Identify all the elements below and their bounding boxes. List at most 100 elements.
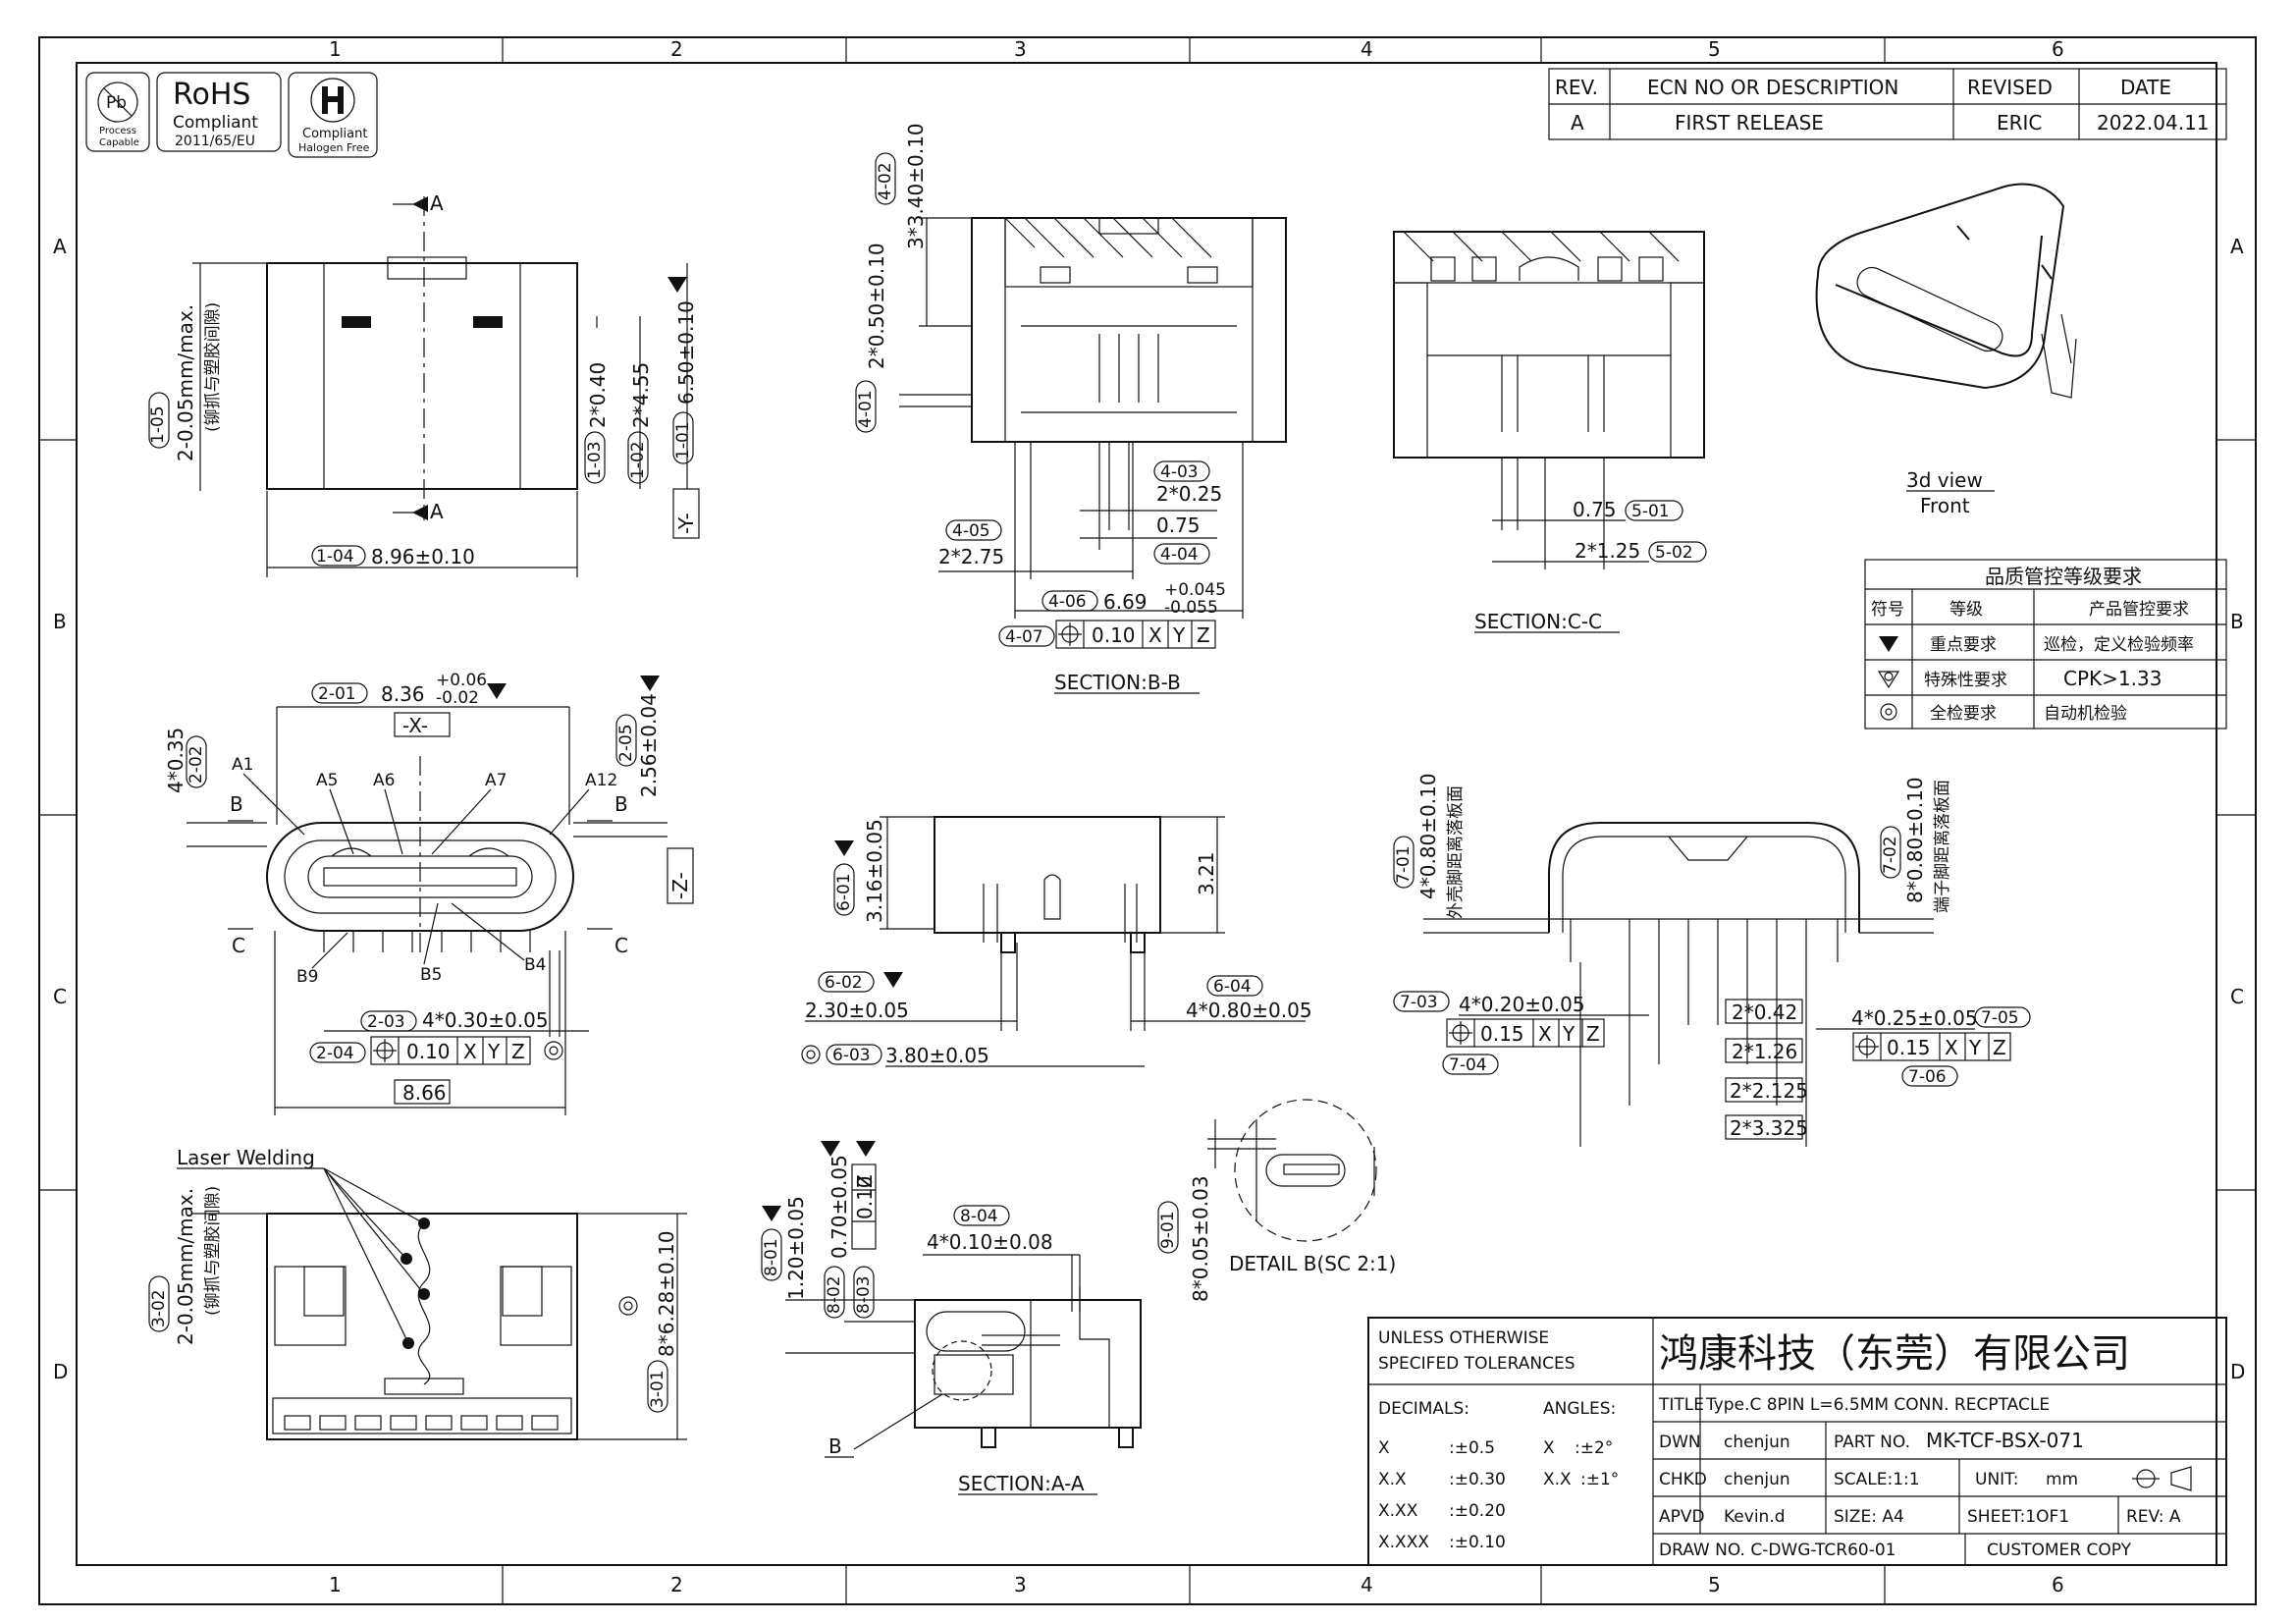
dim-2x2-125-value: 2*2.125 (1730, 1079, 1808, 1103)
revised-header: REVISED (1967, 76, 2053, 99)
rohs-logo: RoHS Compliant 2011/65/EU (156, 72, 282, 152)
dim-1-02-tag: 1-02 (628, 441, 648, 479)
dim-4-03-value: 2*0.25 (1156, 482, 1222, 506)
dim-1-03-tag: 1-03 (585, 441, 605, 479)
section-a-top: A (430, 191, 444, 215)
pin-a1: A1 (232, 755, 253, 775)
ang-xx-val: :±1° (1580, 1470, 1619, 1489)
dim-2-04-tag: 2-04 (316, 1044, 354, 1063)
view-3d-subtitle: Front (1920, 494, 1970, 517)
row-label: D (2230, 1360, 2245, 1383)
quality-grade-2: 特殊性要求 (1924, 671, 2007, 690)
dim-8-01-tag: 8-01 (762, 1238, 781, 1276)
row-label: B (2230, 610, 2244, 633)
quality-header-grade: 等级 (1949, 600, 1983, 620)
dim-7-02-value: 8*0.80±0.10 (1903, 777, 1927, 903)
fcf-7-b-z: Z (1993, 1036, 2006, 1059)
row-labels-left: A B C D (53, 235, 68, 1383)
section-aa-title: SECTION:A-A (958, 1472, 1085, 1495)
partno-label: PART NO. (1834, 1433, 1910, 1452)
ang-x-key: X (1543, 1438, 1555, 1458)
dim-1-05-tag: 1-05 (148, 406, 168, 444)
row-label: A (53, 235, 67, 258)
pin-a7: A7 (485, 771, 507, 790)
dim-4-05-tag: 4-05 (952, 521, 990, 541)
ang-x-val: :±2° (1575, 1438, 1613, 1458)
datum-y: -Y- (674, 513, 698, 534)
mark-c-right: C (614, 934, 628, 957)
rev-header: REV. (1555, 76, 1598, 99)
side-view: 6-01 3.16±0.05 3.21 6-02 2.30±0.05 6-04 … (801, 816, 1312, 1067)
row-labels-right: A B C D (2230, 235, 2245, 1383)
tol-x-key: X (1378, 1438, 1390, 1458)
dim-2-02-value: 4*0.35 (164, 728, 187, 793)
title-block: UNLESS OTHERWISE SPECIFED TOLERANCES DEC… (1367, 1317, 2227, 1566)
fcf-7-a-x: X (1538, 1022, 1552, 1046)
quality-req-1: 巡检，定义检验频率 (2044, 635, 2194, 655)
tol-x-val: :±0.5 (1449, 1438, 1495, 1458)
fcf-4-07-y: Y (1172, 623, 1186, 647)
dim-1-05-value: 2-0.05mm/max. (174, 304, 197, 461)
detail-b-title: DETAIL B(SC 2:1) (1229, 1252, 1396, 1275)
dim-4-06-upper: +0.045 (1164, 580, 1226, 600)
dim-8-02-value: 0.70±0.05 (828, 1155, 851, 1259)
col-label: 4 (1361, 37, 1373, 61)
date-header: DATE (2120, 76, 2171, 99)
quality-header-symbol: 符号 (1871, 600, 1904, 620)
dim-2-05-value: 2.56±0.04 (637, 693, 661, 797)
datum-z: -Z- (668, 872, 692, 899)
dim-7-02-note: 端子脚距离落板面 (1933, 780, 1952, 913)
section-aa: 8-04 4*0.10±0.08 8-01 1.20±0.05 0.70±0.0… (761, 1141, 1142, 1495)
laser-welding-label: Laser Welding (177, 1146, 315, 1169)
ecn-header: ECN NO OR DESCRIPTION (1647, 76, 1898, 99)
dim-3-01-value: 8*6.28±0.10 (655, 1230, 678, 1357)
size-value: SIZE: A4 (1834, 1507, 1904, 1527)
tol-xxxx-key: X.XXX (1378, 1533, 1429, 1552)
rohs-title: RoHS (173, 78, 250, 112)
dim-6-01-value: 3.16±0.05 (863, 819, 886, 923)
column-labels-bottom: 1 2 3 4 5 6 (329, 1573, 2064, 1596)
apvd-label: APVD (1659, 1507, 1705, 1527)
rev-value-tb: REV: A (2126, 1507, 2181, 1527)
dim-1-02-value: 2*4.55 (629, 362, 653, 428)
dim-7-05-tag: 7-05 (1981, 1008, 2019, 1028)
fcf-2-04-x: X (463, 1040, 477, 1063)
quality-title: 品质管控等级要求 (1985, 565, 2142, 588)
dim-4-06-lower: -0.055 (1164, 598, 1218, 618)
rohs-line1: Compliant (173, 113, 258, 133)
dim-7-01-note: 外壳脚距离落板面 (1446, 785, 1466, 919)
section-bb-title: SECTION:B-B (1054, 671, 1181, 694)
dim-2-05-tag: 2-05 (616, 724, 636, 762)
dim-2-01-tag: 2-01 (318, 684, 356, 704)
chkd-label: CHKD (1659, 1470, 1707, 1489)
pin-b4: B4 (524, 955, 546, 975)
col-label: 1 (329, 37, 342, 61)
sheet-value: SHEET:1OF1 (1967, 1507, 2069, 1527)
tol-xxx-val: :±0.20 (1449, 1501, 1506, 1521)
dim-6-04-tag: 6-04 (1213, 977, 1252, 997)
dim-7-02-tag: 7-02 (1881, 836, 1900, 874)
dwn-value: chenjun (1724, 1433, 1790, 1452)
dim-7-01-tag: 7-01 (1394, 845, 1414, 884)
col-label: 2 (670, 1573, 683, 1596)
halogen-free-logo: Compliant Halogen Free (288, 72, 378, 158)
col-label: 5 (1708, 37, 1721, 61)
section-cc: 0.75 5-01 2*1.25 5-02 SECTION:C-C (1393, 231, 1707, 633)
tol-xx-val: :±0.30 (1449, 1470, 1506, 1489)
view-3d-title: 3d view (1906, 468, 1983, 492)
section-a-bottom: A (430, 500, 444, 523)
col-label: 3 (1014, 1573, 1027, 1596)
col-label: 2 (670, 37, 683, 61)
fcf-4-07-z: Z (1197, 623, 1210, 647)
row-label: A (2230, 235, 2244, 258)
dim-2x3-325-value: 2*3.325 (1730, 1116, 1808, 1140)
pin-a6: A6 (373, 771, 395, 790)
dim-5-01-value: 0.75 (1573, 498, 1617, 521)
dim-2x0-42-value: 2*0.42 (1732, 1001, 1797, 1024)
datum-x: -X- (402, 714, 428, 737)
quality-header-req: 产品管控要求 (2089, 600, 2189, 620)
halogen-line1: Compliant (302, 127, 367, 141)
dim-3-02-value: 2-0.05mm/max. (174, 1188, 197, 1345)
dim-2-03-value: 4*0.30±0.05 (422, 1008, 549, 1032)
